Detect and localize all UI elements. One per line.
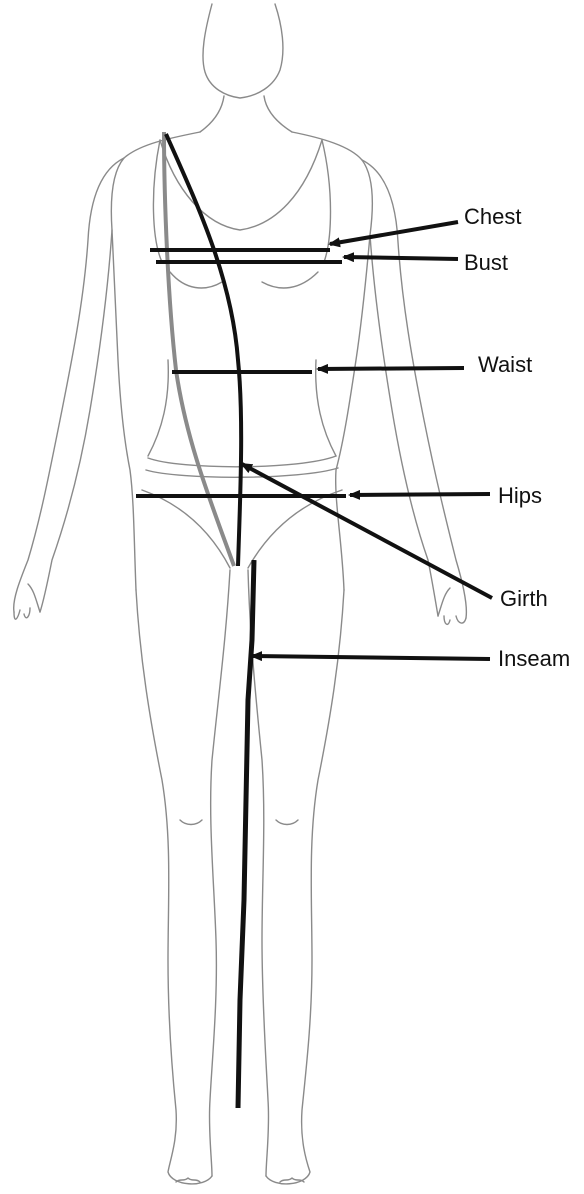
briefs-leg-right <box>248 490 342 568</box>
bust-curve-left <box>170 272 222 288</box>
hand-right <box>438 588 466 624</box>
waist-left <box>148 360 168 456</box>
waist-right <box>316 360 336 456</box>
inseam-arrow <box>252 656 490 659</box>
leg-left-outer <box>136 590 212 1184</box>
briefs-leg-left <box>142 490 230 568</box>
arm-right-inner <box>370 235 438 616</box>
head-outline <box>203 4 283 98</box>
girth-back-line <box>164 132 234 566</box>
bust-label: Bust <box>464 250 508 275</box>
girth-label: Girth <box>500 586 548 611</box>
top-neckline <box>160 140 322 230</box>
neck-right <box>264 96 292 132</box>
chest-arrow <box>330 222 458 244</box>
neck-left <box>200 96 224 132</box>
girth-front-line <box>166 134 241 566</box>
top-armhole-left <box>153 140 162 262</box>
top-armhole-right <box>322 140 331 262</box>
knees <box>180 820 298 825</box>
hand-left <box>14 584 40 619</box>
measurement-labels: Chest Bust Waist Hips Girth Inseam <box>464 204 570 671</box>
leg-right-outer <box>266 590 344 1184</box>
toes <box>176 1178 304 1182</box>
hips-label: Hips <box>498 483 542 508</box>
inseam-line <box>238 560 254 1108</box>
torso-left <box>111 132 200 590</box>
chest-label: Chest <box>464 204 521 229</box>
inseam-label: Inseam <box>498 646 570 671</box>
waist-arrow <box>318 368 464 369</box>
girth-arrow <box>242 464 492 598</box>
leg-left-inner <box>209 570 230 1176</box>
arm-left-inner <box>40 230 112 612</box>
arm-left-outer <box>14 158 124 612</box>
waist-label: Waist <box>478 352 532 377</box>
bust-curve-right <box>262 272 318 288</box>
hips-arrow <box>350 494 490 495</box>
torso-right <box>292 132 372 590</box>
bust-arrow <box>344 257 458 259</box>
